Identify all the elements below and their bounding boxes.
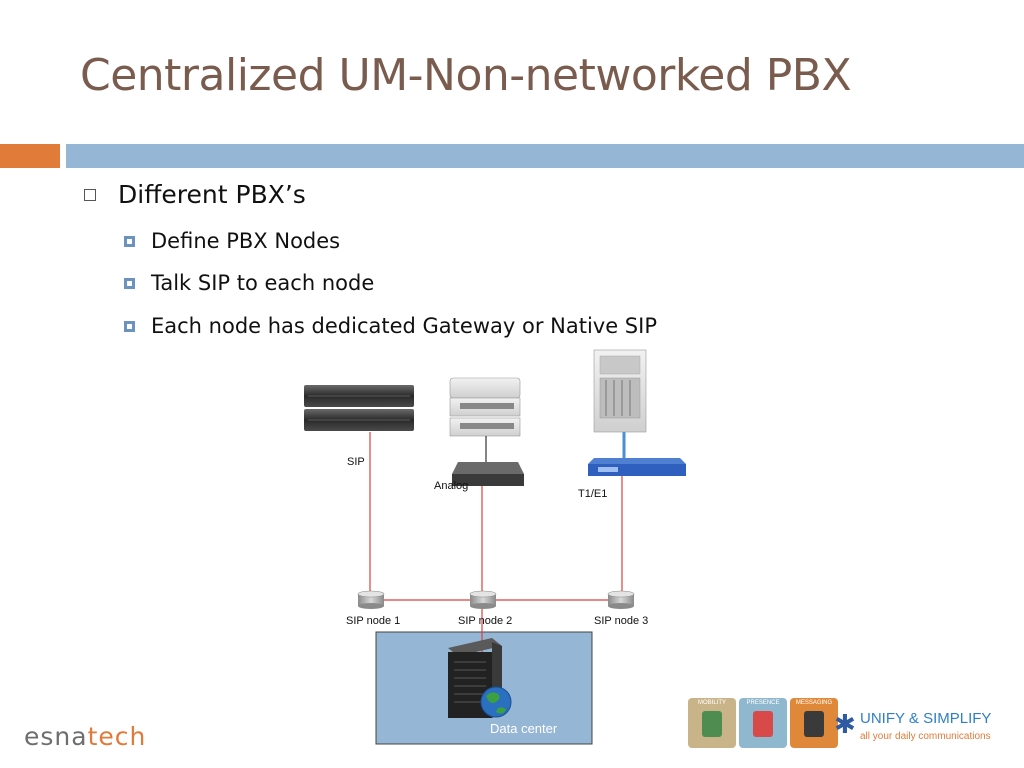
- accent-bar-blue: [66, 144, 1024, 168]
- slide-title: Centralized UM-Non-networked PBX: [80, 50, 852, 101]
- pbx2-server-icon: [449, 377, 521, 437]
- bullet-square-icon: [124, 320, 135, 332]
- pbx1-server-icon: [304, 385, 414, 431]
- label-sip-node-1: SIP node 1: [346, 615, 401, 627]
- unify-subtagline: all your daily communications: [860, 731, 991, 742]
- analog-gateway-icon: [452, 462, 524, 486]
- presence-caption: PRESENCE: [746, 700, 780, 706]
- globe-icon: [480, 686, 512, 718]
- bullet-square-icon: [84, 188, 96, 201]
- bullet-text: Different PBX’s: [118, 180, 306, 209]
- mobility-tile: MOBILITY: [688, 698, 736, 748]
- label-t1e1: T1/E1: [578, 488, 608, 500]
- esnatech-logo: esnatech: [24, 722, 146, 751]
- label-sip: SIP: [347, 456, 365, 468]
- phone-icon: [804, 711, 824, 737]
- logo-text-part2: tech: [87, 722, 147, 751]
- bullet-level2: Define PBX Nodes: [124, 229, 340, 253]
- accent-bar-orange: [0, 144, 60, 168]
- unify-tagline: UNIFY & SIMPLIFY: [860, 710, 992, 727]
- monitor-icon: [753, 711, 773, 737]
- presence-tile: PRESENCE: [739, 698, 787, 748]
- bullet-level1: Different PBX’s: [84, 180, 306, 209]
- messaging-caption: MESSAGING: [795, 700, 833, 706]
- unify-mark-icon: ✱: [834, 710, 856, 740]
- logo-text-part1: esna: [24, 722, 88, 751]
- label-sip-node-3: SIP node 3: [594, 615, 649, 627]
- bullet-level2: Talk SIP to each node: [124, 271, 374, 295]
- label-sip-node-2: SIP node 2: [458, 615, 513, 627]
- bullet-text: Define PBX Nodes: [151, 229, 341, 253]
- bullet-square-icon: [124, 277, 135, 289]
- sip-node-3-icon: [607, 590, 635, 609]
- mobile-device-icon: [702, 711, 722, 737]
- pbx3-chassis-icon: [593, 349, 647, 433]
- label-analog: Analog: [434, 480, 469, 492]
- bullet-square-icon: [124, 235, 135, 247]
- bullet-text: Talk SIP to each node: [151, 271, 375, 295]
- sip-node-2-icon: [469, 590, 497, 609]
- label-data-center: Data center: [490, 721, 558, 736]
- bullet-text: Each node has dedicated Gateway or Nativ…: [151, 314, 657, 338]
- messaging-tile: MESSAGING: [790, 698, 838, 748]
- bullet-level2: Each node has dedicated Gateway or Nativ…: [124, 314, 657, 338]
- mobility-caption: MOBILITY: [697, 700, 726, 706]
- t1e1-gateway-icon: [588, 458, 686, 476]
- sip-node-1-icon: [357, 590, 385, 609]
